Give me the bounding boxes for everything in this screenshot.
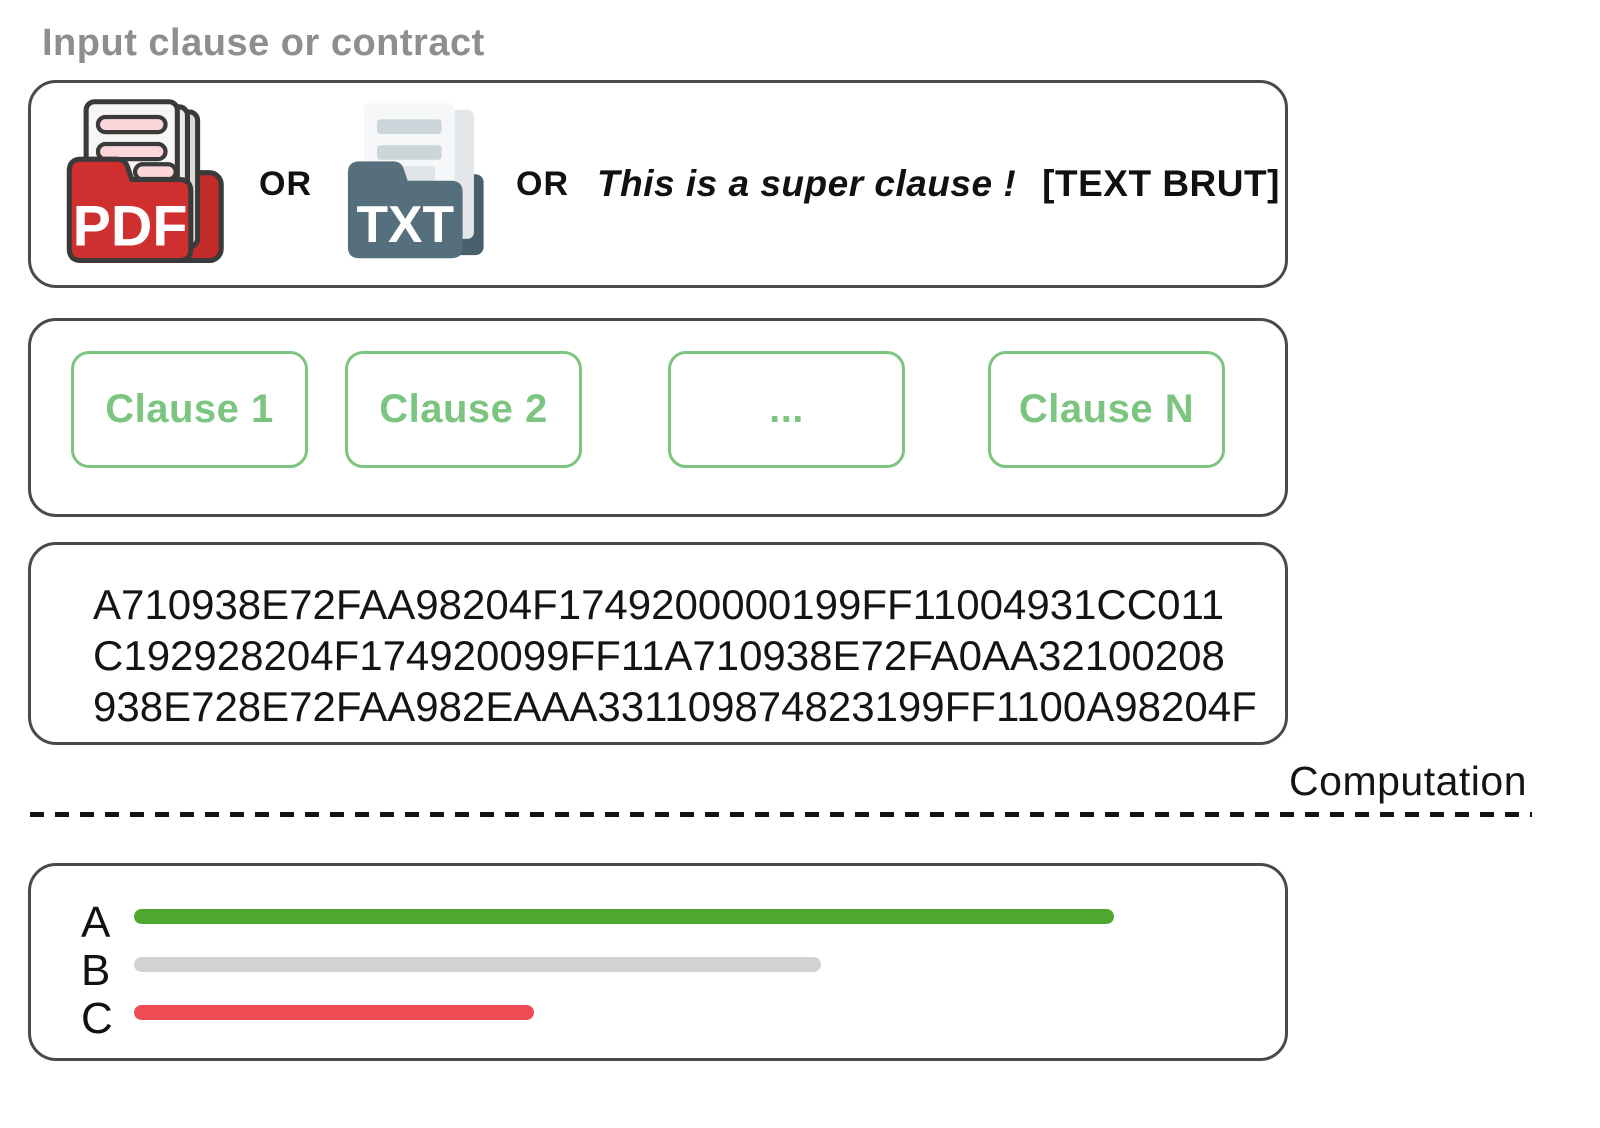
pdf-file-icon: PDF xyxy=(66,98,224,263)
clause-chip-1: Clause 1 xyxy=(71,351,308,468)
input-box: PDF OR TXT OR This is a super clause ! [… xyxy=(28,80,1288,288)
bar-a xyxy=(134,908,1114,924)
hash-box: A710938E72FAA98204F1749200000199FF110049… xyxy=(28,542,1288,745)
pdf-front-folder xyxy=(66,156,194,263)
bar-row-a: A xyxy=(31,898,1285,947)
or-label-1: OR xyxy=(259,164,312,203)
pdf-icon-label: PDF xyxy=(73,194,188,258)
hash-line-2: C192928204F174920099FF11A710938E72FA0AA3… xyxy=(93,632,1225,679)
bar-label-a: A xyxy=(81,898,111,947)
txt-file-icon: TXT xyxy=(347,103,484,259)
bar-label-c: C xyxy=(81,994,113,1043)
computation-label: Computation xyxy=(1289,758,1527,804)
clause-chip-2: Clause 2 xyxy=(345,351,582,468)
txt-icon-label: TXT xyxy=(356,195,454,253)
bar-row-b: B xyxy=(31,946,1285,995)
raw-text-tag: [TEXT BRUT] xyxy=(1042,163,1280,204)
bar-row-c: C xyxy=(31,994,1285,1043)
sample-clause-text: This is a super clause ! xyxy=(597,163,1017,204)
computation-divider xyxy=(30,812,1532,817)
input-section-label: Input clause or contract xyxy=(42,22,485,64)
or-label-2: OR xyxy=(516,164,569,203)
bars-box: A B C xyxy=(28,863,1288,1061)
txt-page-line-1 xyxy=(377,119,442,134)
txt-front-folder xyxy=(347,161,463,259)
bar-c xyxy=(134,1004,534,1020)
pdf-page-line-1 xyxy=(95,114,168,134)
hash-line-3: 938E728E72FAA982EAAA331109874823199FF110… xyxy=(93,683,1257,730)
pdf-page-line-2 xyxy=(95,141,168,161)
clause-chip-ellipsis: ... xyxy=(668,351,905,468)
clause-chip-n: Clause N xyxy=(988,351,1225,468)
bar-label-b: B xyxy=(81,946,111,995)
hash-line-1: A710938E72FAA98204F1749200000199FF110049… xyxy=(93,581,1225,628)
clauses-box: Clause 1 Clause 2 ... Clause N xyxy=(28,318,1288,517)
txt-page-line-2 xyxy=(377,145,442,160)
bar-b xyxy=(134,956,821,972)
